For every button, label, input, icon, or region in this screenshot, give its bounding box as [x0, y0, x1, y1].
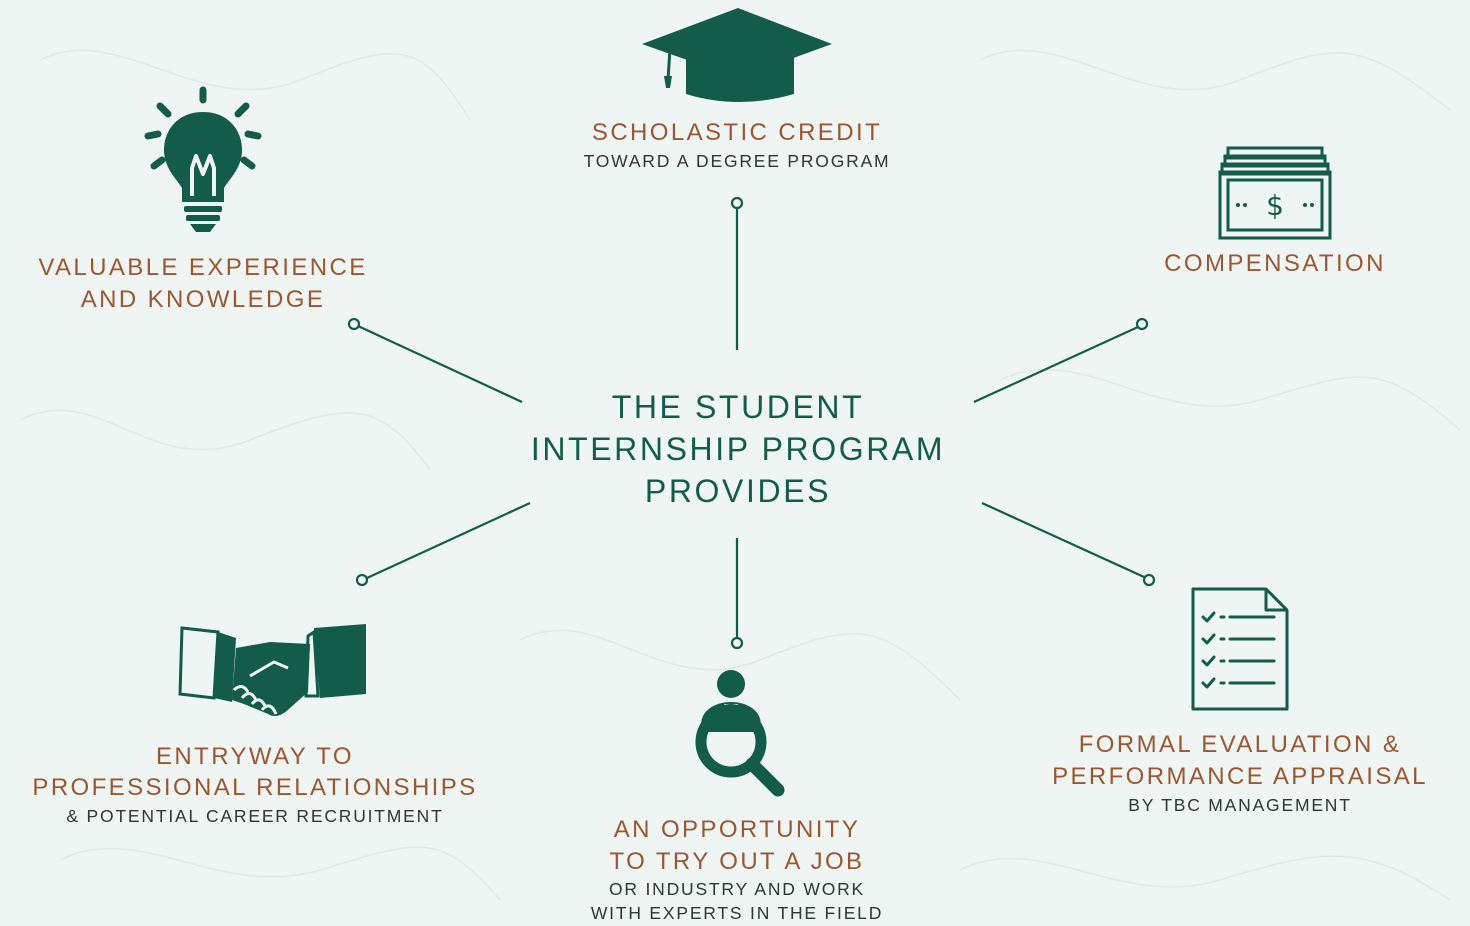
- entryway-title-line2: PROFESSIONAL RELATIONSHIPS: [32, 773, 478, 801]
- scholastic-label: SCHOLASTIC CREDIT TOWARD A DEGREE PROGRA…: [537, 119, 937, 174]
- compensation-label: COMPENSATION: [1120, 250, 1430, 279]
- connector-evaluation: [981, 501, 1145, 579]
- endpoint-scholastic: [730, 196, 744, 210]
- opportunity-label: AN OPPORTUNITY TO TRY OUT A JOB OR INDUS…: [537, 816, 937, 926]
- experience-title-line1: VALUABLE EXPERIENCE: [38, 254, 368, 281]
- evaluation-title-line2: PERFORMANCE APPRAISAL: [1052, 762, 1428, 790]
- experience-title-line2: AND KNOWLEDGE: [80, 285, 326, 313]
- background-topo-pattern: [19, 49, 1461, 901]
- scholastic-title: SCHOLASTIC CREDIT: [591, 119, 883, 146]
- svg-text:$: $: [1266, 189, 1284, 222]
- entryway-title-line1: ENTRYWAY TO: [156, 743, 354, 770]
- entryway-subtitle: & POTENTIAL CAREER RECRUITMENT: [66, 805, 444, 826]
- evaluation-subtitle: BY TBC MANAGEMENT: [1128, 794, 1352, 815]
- endpoint-experience: [347, 317, 361, 331]
- endpoint-opportunity: [730, 636, 744, 650]
- handshake-icon: [178, 624, 366, 716]
- endpoint-evaluation: [1142, 573, 1156, 587]
- opportunity-title-line2: TO TRY OUT A JOB: [609, 847, 865, 875]
- center-title: THE STUDENT INTERNSHIP PROGRAM PROVIDES: [478, 386, 998, 512]
- evaluation-label: FORMAL EVALUATION & PERFORMANCE APPRAISA…: [1020, 731, 1460, 818]
- lightbulb-icon: [144, 86, 262, 232]
- connector-entryway: [366, 502, 531, 579]
- opportunity-subtitle-line2: WITH EXPERTS IN THE FIELD: [590, 903, 884, 924]
- scholastic-subtitle: TOWARD A DEGREE PROGRAM: [583, 150, 891, 171]
- connector-lines: [357, 208, 1145, 638]
- endpoint-compensation: [1135, 317, 1149, 331]
- graduation-cap-icon: [642, 8, 832, 102]
- connector-endpoints: [347, 196, 1156, 650]
- opportunity-title-line1: AN OPPORTUNITY: [613, 816, 861, 843]
- connector-compensation: [973, 325, 1139, 404]
- entryway-label: ENTRYWAY TO PROFESSIONAL RELATIONSHIPS &…: [0, 743, 510, 829]
- center-title-line2: INTERNSHIP PROGRAM: [530, 431, 946, 467]
- opportunity-subtitle-line1: OR INDUSTRY AND WORK: [608, 878, 866, 899]
- endpoint-entryway: [355, 573, 369, 587]
- job-search-icon: [695, 670, 785, 797]
- center-title-line3: PROVIDES: [644, 473, 832, 509]
- center-title-line1: THE STUDENT: [611, 389, 865, 425]
- evaluation-title-line1: FORMAL EVALUATION &: [1078, 731, 1402, 758]
- compensation-title: COMPENSATION: [1164, 250, 1386, 277]
- checklist-document-icon: [1191, 587, 1289, 711]
- connector-experience: [357, 325, 523, 403]
- money-stack-icon: $: [1218, 146, 1332, 240]
- experience-label: VALUABLE EXPERIENCE AND KNOWLEDGE: [0, 254, 406, 315]
